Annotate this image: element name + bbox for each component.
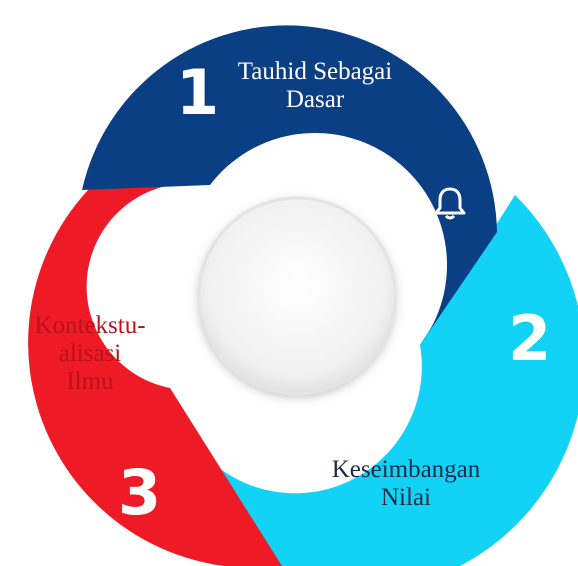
segment-3-crescent bbox=[28, 178, 282, 566]
segment-3-label-line-1: Kontekstu- bbox=[34, 312, 146, 339]
segment-3-label: Kontekstu- alisasi Ilmu bbox=[6, 312, 174, 396]
segment-2-label-line-1: Keseimbangan bbox=[331, 456, 481, 483]
link-icon bbox=[129, 210, 159, 240]
segment-2-crescent bbox=[170, 195, 578, 566]
segment-1-label-line-2: Dasar bbox=[285, 86, 345, 113]
segment-3-number: 3 bbox=[118, 456, 162, 529]
segment-2-label-line-2: Nilai bbox=[381, 484, 431, 511]
segment-1-number: 1 bbox=[176, 56, 220, 129]
segment-3-label-line-2: alisasi bbox=[58, 340, 122, 367]
thumbs-up-icon bbox=[255, 454, 289, 485]
bell-icon bbox=[434, 187, 466, 220]
segment-1-label: Tauhid Sebagai Dasar bbox=[220, 58, 410, 114]
segment-2-label: Keseimbangan Nilai bbox=[308, 456, 504, 512]
segment-3-label-line-3: Ilmu bbox=[66, 368, 114, 395]
segment-1-crescent bbox=[82, 25, 497, 346]
center-disc bbox=[199, 198, 395, 394]
segment-1-label-line-1: Tauhid Sebagai bbox=[237, 58, 393, 85]
segment-2-number: 2 bbox=[508, 302, 552, 375]
